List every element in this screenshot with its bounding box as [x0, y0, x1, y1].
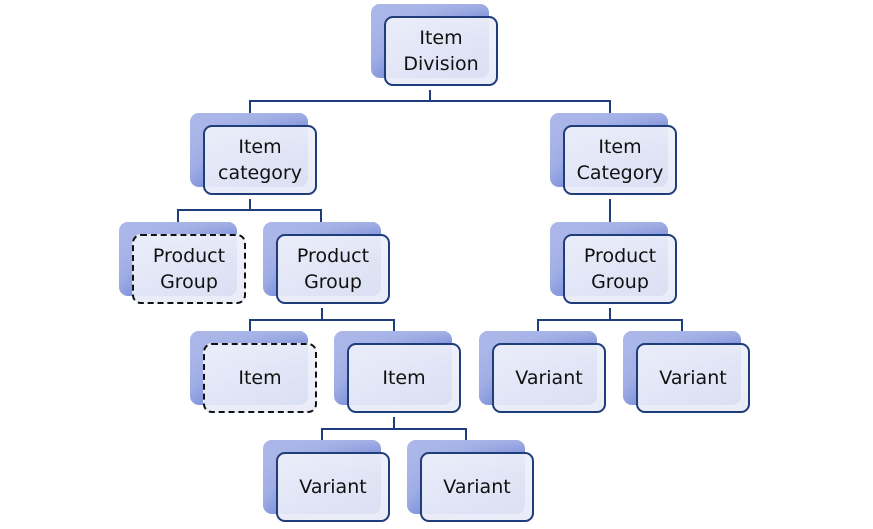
- connector: [429, 90, 431, 102]
- node-box: Variant: [420, 452, 534, 522]
- connector: [249, 199, 251, 211]
- connector: [537, 319, 683, 321]
- node-label: Variant: [659, 367, 727, 389]
- connector: [177, 209, 179, 222]
- node-box: Item: [347, 343, 461, 413]
- node-box: Item Category: [563, 125, 677, 195]
- node-variant-right-1[interactable]: Variant: [479, 331, 610, 417]
- connector: [609, 199, 611, 222]
- connector: [249, 319, 251, 331]
- node-product-group-left[interactable]: Product Group: [263, 222, 394, 308]
- node-label: Item Category: [576, 136, 664, 184]
- connector: [249, 100, 251, 113]
- node-variant-bottom-2[interactable]: Variant: [407, 440, 538, 526]
- connector: [321, 428, 323, 440]
- node-box: Variant: [276, 452, 390, 522]
- node-label: Item category: [218, 136, 302, 184]
- node-box: Item category: [203, 125, 317, 195]
- node-label: Product Group: [152, 245, 226, 293]
- connector: [249, 319, 395, 321]
- node-box: Product Group: [276, 234, 390, 304]
- node-variant-right-2[interactable]: Variant: [623, 331, 754, 417]
- node-box: Product Group: [132, 234, 246, 304]
- node-variant-bottom-1[interactable]: Variant: [263, 440, 394, 526]
- connector: [393, 319, 395, 331]
- node-item[interactable]: Item: [334, 331, 465, 417]
- node-box: Variant: [492, 343, 606, 413]
- node-box: Variant: [636, 343, 750, 413]
- node-product-group-optional[interactable]: Product Group: [119, 222, 250, 308]
- node-box: Item: [203, 343, 317, 413]
- node-label: Product Group: [296, 245, 370, 293]
- node-label: Item: [382, 367, 426, 389]
- node-box: Product Group: [563, 234, 677, 304]
- node-item-optional[interactable]: Item: [190, 331, 321, 417]
- connector: [465, 428, 467, 440]
- connector: [177, 209, 322, 211]
- node-label: Variant: [299, 476, 367, 498]
- node-item-category-left[interactable]: Item category: [190, 113, 321, 199]
- connector: [609, 308, 611, 320]
- node-label: Variant: [515, 367, 583, 389]
- node-label: Product Group: [583, 245, 657, 293]
- node-label: Item Division: [403, 27, 479, 75]
- connector: [609, 100, 611, 113]
- connector: [537, 319, 539, 331]
- node-label: Item: [238, 367, 282, 389]
- connector: [393, 417, 395, 429]
- connector: [320, 209, 322, 222]
- node-product-group-right[interactable]: Product Group: [550, 222, 681, 308]
- node-label: Variant: [443, 476, 511, 498]
- node-box: Item Division: [384, 16, 498, 86]
- node-item-category-right[interactable]: Item Category: [550, 113, 681, 199]
- connector: [249, 100, 611, 102]
- connector: [321, 308, 323, 320]
- connector: [681, 319, 683, 331]
- node-item-division[interactable]: Item Division: [371, 4, 502, 90]
- connector: [321, 428, 467, 430]
